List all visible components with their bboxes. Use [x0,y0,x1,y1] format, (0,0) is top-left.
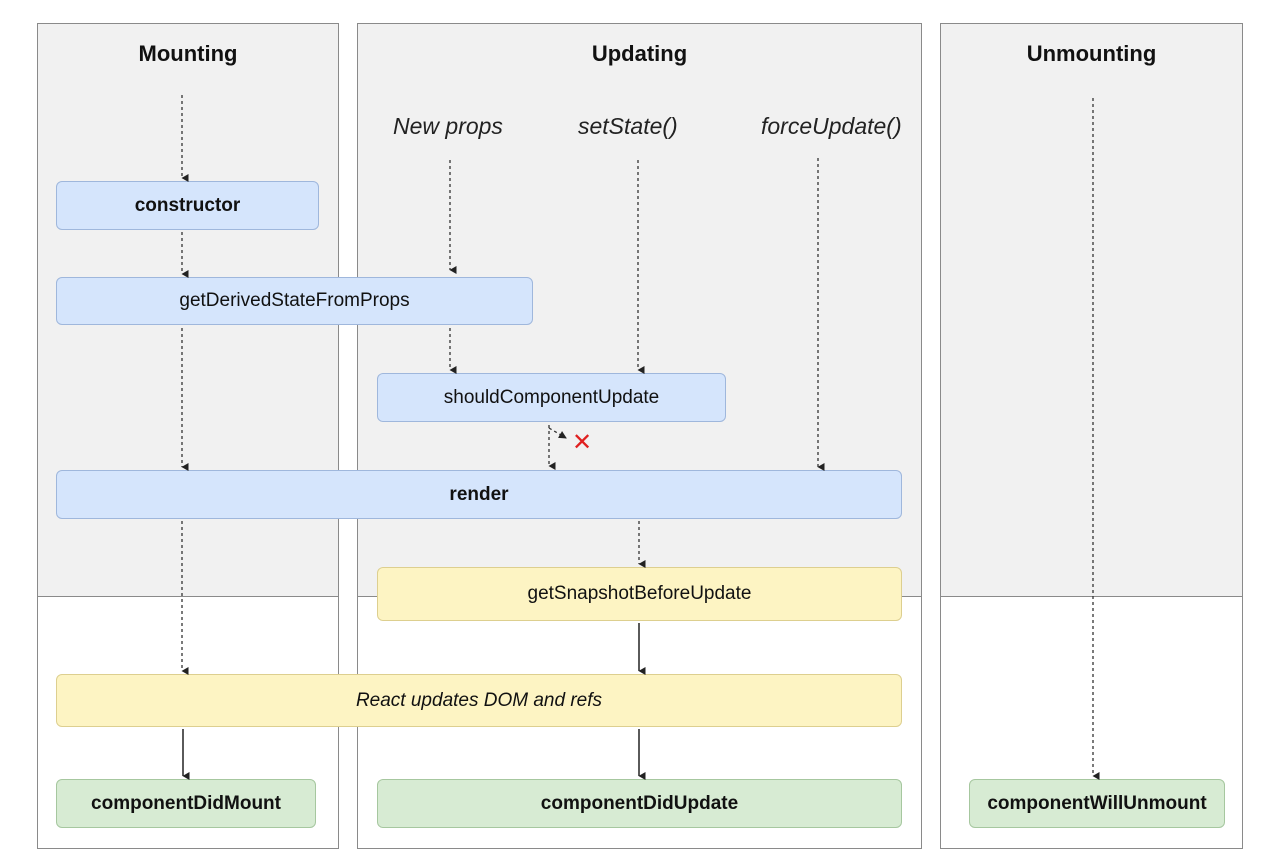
updating-title: Updating [591,41,688,66]
stop-x-icon: ✕ [572,428,593,456]
unmounting-title: Unmounting [1026,41,1157,66]
component-did-mount-box: componentDidMount [56,779,316,828]
component-will-unmount-box: componentWillUnmount [969,779,1225,828]
unmounting-phase-divider [941,596,1242,597]
should-component-update-box: shouldComponentUpdate [377,373,726,422]
component-did-update-box: componentDidUpdate [377,779,902,828]
trigger-new-props: New props [393,113,503,139]
mounting-title: Mounting [138,41,238,66]
react-updates-dom-box: React updates DOM and refs [56,674,902,727]
trigger-force-update: forceUpdate() [761,113,902,139]
unmounting-column: Unmounting [940,23,1243,849]
constructor-box: constructor [56,181,319,230]
trigger-set-state: setState() [578,113,678,139]
get-derived-state-from-props-box: getDerivedStateFromProps [56,277,533,325]
mounting-phase-divider [38,596,338,597]
render-box: render [56,470,902,519]
get-snapshot-before-update-box: getSnapshotBeforeUpdate [377,567,902,621]
